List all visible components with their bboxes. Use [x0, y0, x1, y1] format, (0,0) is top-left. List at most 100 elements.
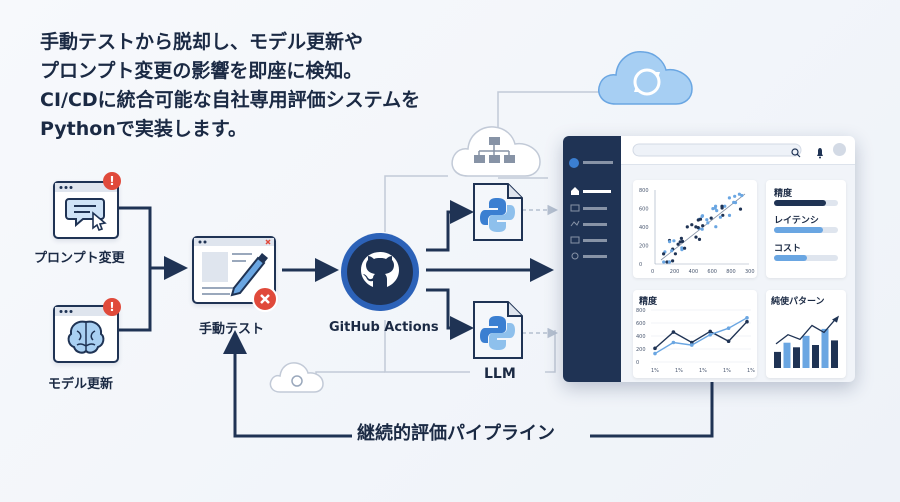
pipeline-label: 継続的評価パイプライン: [357, 423, 555, 444]
bar: [812, 345, 819, 368]
llm-label: LLM: [484, 366, 516, 382]
scatter-point: [680, 248, 684, 252]
scatter-y-tick: 200: [639, 244, 649, 250]
github-icon: [340, 232, 420, 316]
arrow-actions-to-llm: [426, 288, 474, 340]
line-x-tick: 1%: [723, 368, 731, 374]
line-series-1: [654, 321, 748, 349]
scatter-point: [690, 223, 694, 227]
headline-line-1: 手動テストから脱却し、モデル更新や: [40, 31, 364, 53]
github-actions-label: GitHub Actions: [329, 320, 439, 335]
scatter-point: [711, 207, 715, 211]
cloud-small-icon: [268, 356, 326, 400]
scatter-point: [673, 252, 677, 256]
scatter-point: [672, 239, 676, 243]
line-x-tick: 1%: [651, 368, 659, 374]
line-point: [671, 330, 676, 334]
scatter-point: [662, 260, 666, 264]
metric-bar-accuracy: [774, 200, 838, 206]
headline-line-2: プロンプト変更の影響を即座に検知。: [40, 60, 363, 82]
line-y-tick: 800: [636, 308, 646, 314]
scatter-x-tick: 0: [651, 269, 654, 275]
headline: 手動テストから脱却し、モデル更新や プロンプト変更の影響を即座に検知。 CI/C…: [40, 28, 420, 144]
bar-chart: [774, 315, 839, 368]
dashboard-sidebar: [563, 136, 621, 382]
metric-label-cost: コスト: [774, 244, 802, 254]
bar-trend-arrowhead: [832, 315, 839, 323]
line-point: [653, 346, 657, 351]
line-y-tick: 0: [636, 360, 639, 366]
metric-bar-cost: [774, 255, 838, 261]
scatter-point: [696, 226, 700, 230]
bar-chart-title: 純使パターン: [771, 297, 825, 307]
scatter-y-tick: 600: [639, 207, 649, 213]
cloud-sync-icon: [594, 42, 698, 112]
scatter-x-tick: 300: [745, 269, 755, 275]
line-series-2: [654, 317, 748, 355]
scatter-point: [662, 252, 666, 256]
scatter-point: [698, 217, 703, 221]
line-point: [745, 316, 749, 320]
scatter-point: [723, 204, 727, 208]
manual-test-label: 手動テスト: [199, 322, 265, 337]
scatter-point: [705, 218, 709, 222]
dashboard-topbar: [621, 136, 855, 165]
scatter-point: [709, 216, 713, 220]
bar: [783, 342, 791, 368]
line-x-tick: 1%: [699, 368, 707, 374]
scatter-y-tick: 0: [639, 262, 642, 268]
alert-badge-prompt: !: [103, 172, 121, 190]
scatter-x-tick: 400: [689, 269, 699, 275]
feedback-loop: [235, 336, 714, 438]
avatar[interactable]: [833, 143, 846, 156]
scatter-point: [715, 209, 719, 213]
bar: [831, 340, 838, 368]
bar-trend-line: [775, 318, 837, 345]
scatter-point: [670, 249, 674, 253]
metric-label-latency: レイテンシ: [774, 216, 819, 226]
llm-python-file-icon: [472, 300, 524, 364]
bar: [821, 328, 829, 368]
alert-badge-model: !: [103, 298, 121, 316]
bar-chart-panel: 純使パターン: [766, 290, 846, 378]
scatter-y-tick: 400: [639, 225, 649, 231]
scatter-point: [679, 236, 683, 240]
scatter-point: [678, 240, 682, 244]
line-point: [690, 340, 694, 345]
scatter-point: [700, 227, 704, 231]
line-y-tick: 600: [636, 321, 646, 327]
scatter-point: [720, 206, 724, 210]
scatter-point: [683, 246, 687, 250]
line-chart-title: 精度: [639, 297, 658, 307]
line-x-tick: 1%: [675, 368, 683, 374]
scatter-point: [667, 260, 671, 264]
bar: [774, 351, 781, 368]
headline-line-4: Pythonで実装します。: [40, 118, 247, 140]
metric-label-accuracy: 精度: [774, 189, 793, 199]
bar: [793, 347, 800, 368]
scatter-point: [701, 224, 705, 228]
line-y-tick: 400: [636, 334, 646, 340]
arrow-model-to-test: [118, 268, 152, 332]
scatter-point: [740, 193, 744, 198]
model-update-label: モデル更新: [48, 377, 114, 392]
line-point: [745, 319, 749, 324]
bell-icon[interactable]: [815, 144, 825, 163]
line-point: [671, 340, 676, 345]
scatter-x-tick: 800: [726, 269, 736, 275]
scatter-point: [700, 214, 704, 218]
scatter-point: [668, 240, 672, 244]
line-point: [708, 332, 712, 337]
scatter-point: [706, 221, 710, 225]
arrow-prompt-to-test: [118, 206, 188, 280]
search-icon[interactable]: [791, 144, 801, 163]
cloud-network-icon: [448, 118, 546, 184]
line-point: [653, 351, 657, 356]
scatter-point: [697, 237, 702, 241]
headline-line-3: CI/CDに統合可能な自社専用評価システムを: [40, 89, 421, 111]
scatter-point: [733, 194, 737, 198]
